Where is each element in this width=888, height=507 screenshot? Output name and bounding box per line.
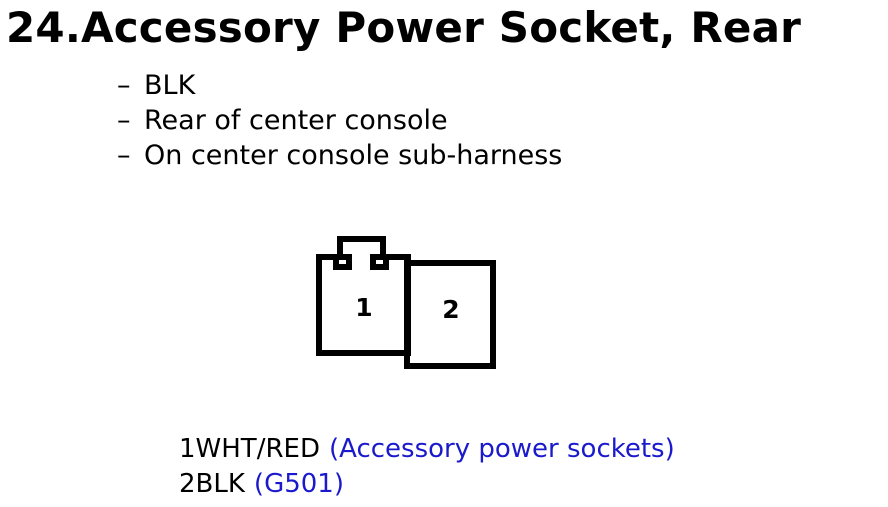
detail-item-color: –BLK <box>117 68 562 103</box>
detail-item-location: –Rear of center console <box>117 103 562 138</box>
pin-row: 1WHT/RED (Accessory power sockets) <box>179 432 675 467</box>
detail-text: On center console sub-harness <box>144 140 563 171</box>
cavity-2-outline <box>404 260 496 369</box>
pin-wire-color: BLK <box>195 469 245 499</box>
pin-description: (G501) <box>253 469 344 499</box>
bullet-dash: – <box>117 105 131 136</box>
detail-text: Rear of center console <box>144 105 448 136</box>
connector-face-diagram: 1 2 <box>316 236 496 369</box>
pin-number: 1 <box>179 434 196 464</box>
bullet-dash: – <box>117 70 131 101</box>
pin-number: 2 <box>179 469 196 499</box>
detail-item-harness: –On center console sub-harness <box>117 138 562 173</box>
pin-description: (Accessory power sockets) <box>328 434 675 464</box>
bullet-dash: – <box>117 140 131 171</box>
pin-label-2: 2 <box>442 295 459 324</box>
detail-text: BLK <box>144 70 196 101</box>
pin-wire-color: WHT/RED <box>195 434 320 464</box>
connector-details-list: –BLK –Rear of center console –On center … <box>117 68 562 173</box>
pin-row: 2BLK (G501) <box>179 467 675 502</box>
pin-assignment-list: 1WHT/RED (Accessory power sockets) 2BLK (G… <box>179 432 675 502</box>
page-title: 24.Accessory Power Socket, Rear <box>6 3 802 52</box>
pin-label-1: 1 <box>355 293 372 322</box>
